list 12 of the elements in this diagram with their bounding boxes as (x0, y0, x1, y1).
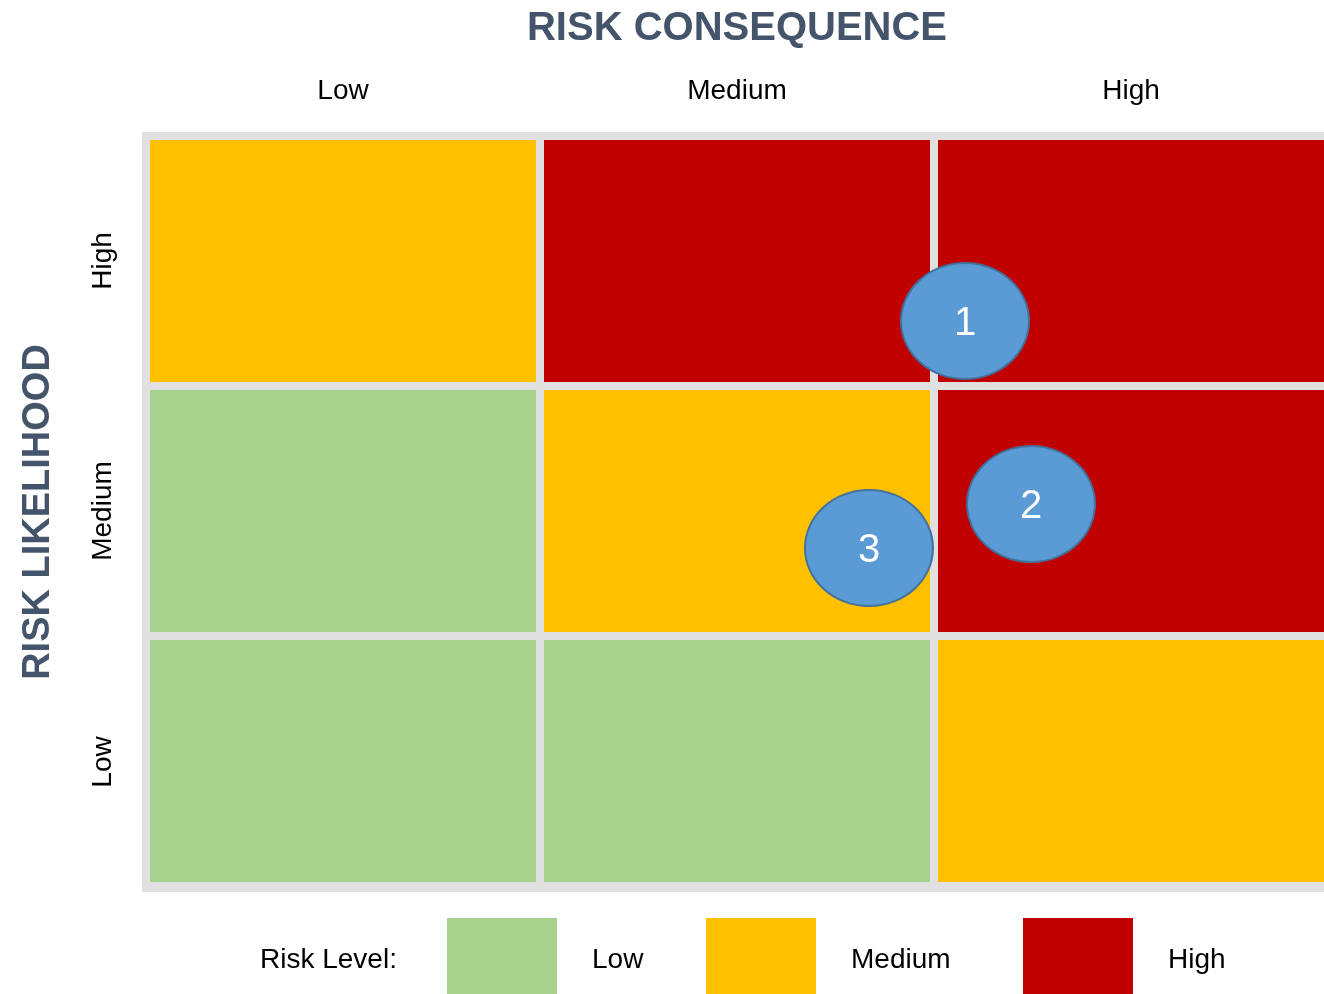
column-label: High (1102, 73, 1160, 107)
legend-title: Risk Level: (260, 942, 397, 976)
chart-title: RISK CONSEQUENCE (526, 3, 948, 50)
row-label: Low (85, 736, 118, 788)
legend-label: Low (592, 942, 644, 976)
column-label: Medium (687, 73, 787, 107)
column-label: Low (317, 73, 369, 107)
row-label: Medium (85, 461, 118, 561)
row-label: High (85, 232, 118, 290)
legend-label: High (1168, 942, 1226, 976)
legend-label: Medium (851, 942, 951, 976)
axis-title: RISK LIKELIHOOD (13, 344, 58, 680)
